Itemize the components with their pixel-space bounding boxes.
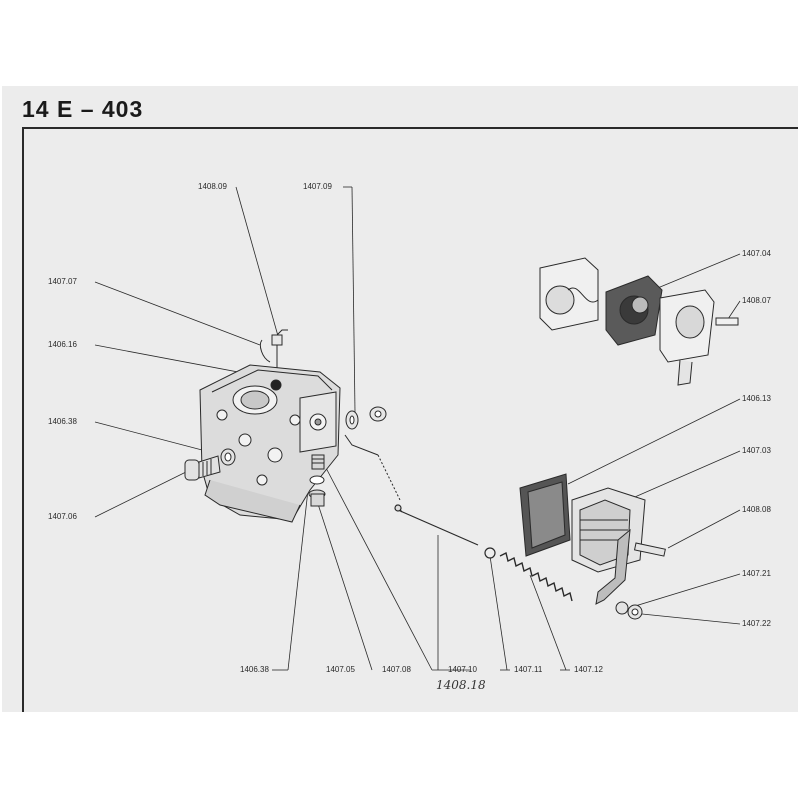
page-title: 14 E – 403	[22, 96, 144, 122]
label-1407-07: 1407.07	[48, 277, 77, 286]
needle-valve-parts	[308, 454, 326, 507]
carburettor-body	[199, 364, 341, 523]
leader-1407-12	[529, 574, 567, 671]
label-1406-38-left: 1406.38	[48, 417, 77, 426]
label-1408-07: 1408.07	[742, 296, 771, 305]
label-1407-12: 1407.12	[574, 665, 603, 674]
frame-border-top	[22, 127, 798, 129]
label-1407-05: 1407.05	[326, 665, 355, 674]
leader-1407-11	[489, 555, 508, 671]
leader-1407-04	[647, 253, 741, 293]
label-1406-16: 1406.16	[48, 340, 77, 349]
side-plug	[184, 448, 236, 481]
label-1407-21: 1407.21	[742, 569, 771, 578]
label-1407-04: 1407.04	[742, 249, 771, 258]
handwritten-note: 1408.18	[436, 678, 486, 692]
pump-rod	[394, 504, 573, 602]
pump-body-assembly	[519, 473, 666, 620]
label-1407-09: 1407.09	[303, 182, 332, 191]
leader-1407-07	[94, 281, 261, 346]
leader-1407-03	[627, 450, 741, 501]
leader-1407-08	[324, 465, 433, 671]
label-1407-08: 1407.08	[382, 665, 411, 674]
label-1407-22: 1407.22	[742, 619, 771, 628]
lever-parts	[344, 406, 401, 501]
label-1407-06: 1407.06	[48, 512, 77, 521]
label-1406-38-bottom: 1406.38	[240, 665, 269, 674]
leader-1407-22	[641, 613, 741, 625]
leader-1407-09-v	[351, 186, 356, 413]
top-screw	[259, 329, 288, 368]
leader-1407-06	[94, 469, 191, 518]
label-1406-13: 1406.13	[742, 394, 771, 403]
leader-1408-08	[667, 509, 741, 549]
diaphragm-assembly-top	[539, 257, 739, 386]
frame-border-left	[22, 127, 24, 712]
leader-1406-38b-v	[287, 489, 309, 671]
label-1407-03: 1407.03	[742, 446, 771, 455]
drawing-sheet	[2, 86, 798, 712]
label-1407-10: 1407.10	[448, 665, 477, 674]
leader-1407-21	[631, 573, 741, 608]
leader-1406-13	[567, 398, 741, 485]
leader-1407-05	[317, 503, 373, 671]
leader-1408-09	[235, 186, 279, 337]
label-1408-08: 1408.08	[742, 505, 771, 514]
label-1407-11: 1407.11	[514, 665, 543, 674]
label-1408-09: 1408.09	[198, 182, 227, 191]
